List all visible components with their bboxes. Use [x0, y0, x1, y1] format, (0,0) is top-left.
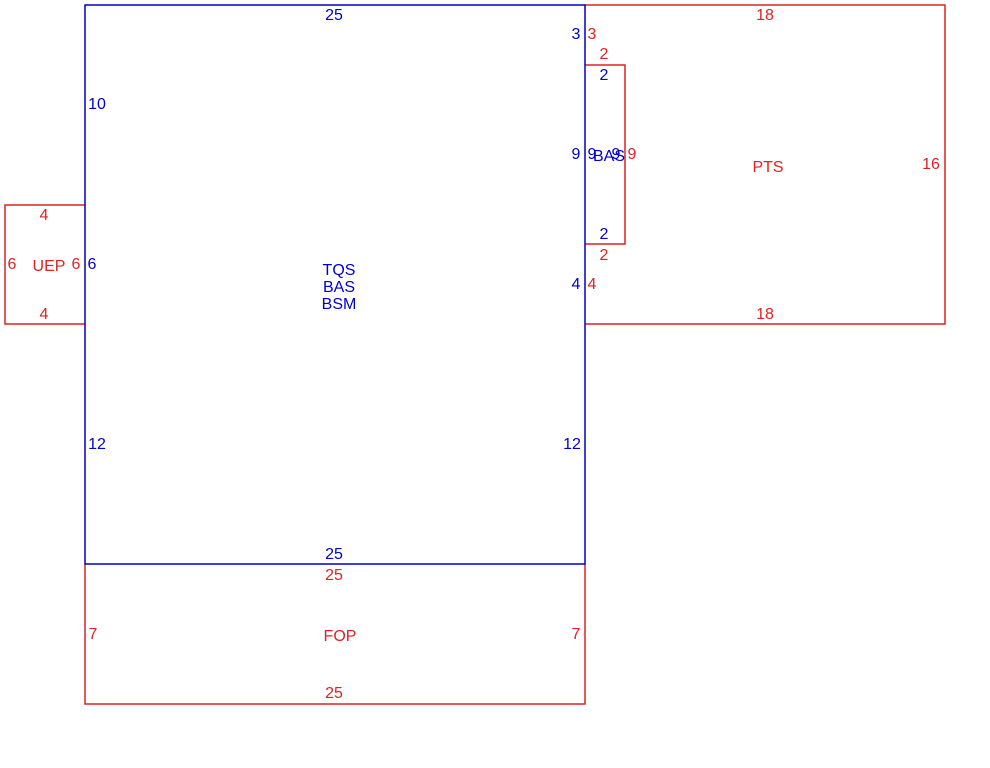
bas-dim-top: 2	[600, 46, 609, 63]
pts-dim-left-lower: 4	[588, 276, 597, 293]
uep-dim-right: 6	[72, 256, 81, 273]
main-outline	[84, 4, 586, 565]
fop-dim-top: 25	[325, 567, 343, 584]
fop-label: FOP	[324, 628, 357, 645]
pts-dim-top: 18	[756, 7, 774, 24]
fop-area: FOP 25 7 7 25	[84, 564, 586, 705]
pts-dim-left-top: 3	[588, 26, 597, 43]
main-label-tqs: TQS	[323, 262, 356, 279]
main-dim-left-mid: 6	[88, 256, 97, 273]
bas-outline	[585, 64, 626, 245]
uep-outline	[4, 204, 85, 325]
main-dim-right-lower: 12	[563, 436, 581, 453]
uep-dim-top: 4	[40, 207, 49, 224]
main-label-bas: BAS	[323, 279, 355, 296]
fop-dim-left: 7	[89, 626, 98, 643]
bas-dim-bottom: 2	[600, 247, 609, 264]
main-dim-bas-left: 9	[588, 146, 597, 163]
fop-dim-right: 7	[572, 626, 581, 643]
bas-label: BAS	[593, 148, 625, 165]
main-dim-top: 25	[325, 7, 343, 24]
main-building: TQS BAS BSM 25 25 10 6 12 3 9 4 12 2 9 9…	[84, 4, 621, 565]
uep-dim-left: 6	[8, 256, 17, 273]
main-dim-left-lower: 12	[88, 436, 106, 453]
main-label-bsm: BSM	[322, 296, 357, 313]
pts-dim-bottom: 18	[756, 306, 774, 323]
fop-dim-bottom: 25	[325, 685, 343, 702]
pts-area: PTS 18 3 16 4 18	[585, 4, 946, 325]
pts-outline	[585, 4, 946, 325]
main-dim-right-top: 3	[572, 26, 581, 43]
uep-dim-bottom: 4	[40, 306, 49, 323]
bas-bay: BAS 2 9 2	[585, 46, 637, 264]
main-dim-right-mid: 4	[572, 276, 581, 293]
fop-outline	[84, 564, 586, 705]
uep-label: UEP	[33, 258, 66, 275]
main-dim-bas-bottom: 2	[600, 226, 609, 243]
main-dim-bas-top: 2	[600, 67, 609, 84]
main-dim-right-upper: 9	[572, 146, 581, 163]
uep-area: UEP 4 6 6 4	[4, 204, 85, 325]
pts-label: PTS	[752, 159, 783, 176]
bas-dim-right: 9	[628, 146, 637, 163]
pts-dim-right: 16	[922, 156, 940, 173]
main-dim-bas-right: 9	[612, 146, 621, 163]
main-dim-left-upper: 10	[88, 96, 106, 113]
main-dim-bottom: 25	[325, 546, 343, 563]
